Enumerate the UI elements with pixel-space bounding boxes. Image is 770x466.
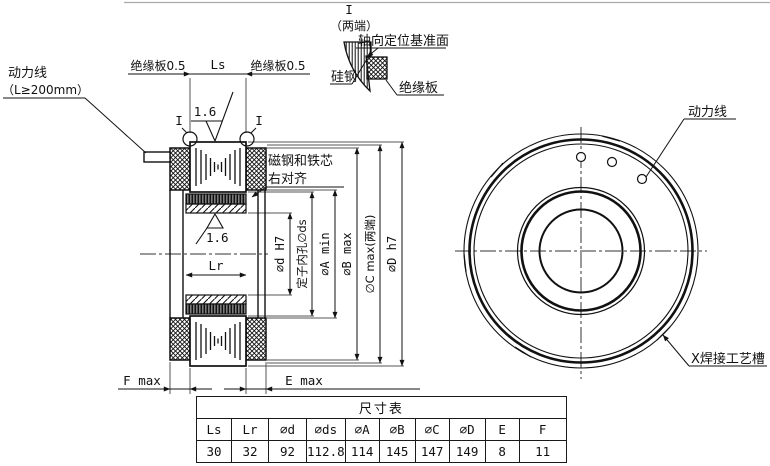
front-power-lead-leader (645, 118, 685, 178)
power-lead-wire (143, 151, 171, 163)
rotor-assembly (185, 193, 247, 315)
datum-face-leader (366, 47, 379, 58)
magnet-top (185, 193, 247, 205)
housing-od-circle (468, 138, 694, 364)
dimension-table: 尺寸表 Ls Lr ∅d ∅ds ∅A ∅B ∅C ∅D E F 30 32 9… (196, 396, 567, 463)
col-header: ∅d (268, 418, 307, 441)
dim-rotor-bore: ∅d H7 (273, 236, 287, 272)
align-note-line2: 右对齐 (268, 171, 307, 187)
col-header: ∅ds (306, 418, 346, 441)
insulation-left-label: 绝缘板0.5 (130, 58, 185, 73)
winding-bore-lines (169, 190, 266, 318)
dim-outer-d: ∅D h7 (385, 236, 399, 272)
dim-value: 11 (518, 440, 567, 463)
front-power-lead-label: 动力线 (688, 105, 727, 120)
insulation-plate-leader (385, 79, 398, 96)
extension-lines (169, 78, 404, 394)
weld-groove-label: X焊接工艺槽 (691, 351, 765, 367)
datum-face-label: 轴向定位基准面 (358, 33, 449, 49)
motor-circles (463, 133, 699, 369)
stator-bore-outer-circle (516, 186, 646, 316)
power-lead-leader (3, 97, 147, 154)
insulation-right-label: 绝缘板0.5 (250, 58, 305, 73)
detail-view: I （两端） 轴向定位基准面 硅钢 绝缘板 (330, 2, 449, 96)
detail-callout-title: I (345, 2, 353, 17)
power-lead-note: （L≥200mm） (2, 83, 89, 97)
stator-bore-circle (520, 190, 642, 312)
detail-callout-circle-right (239, 131, 255, 147)
dim-value: 147 (414, 440, 450, 463)
magnet-bottom (185, 303, 247, 315)
detail-callout-left-label: I (175, 113, 183, 128)
insulation-plate-label: 绝缘板 (399, 80, 438, 96)
roughness-bore-value: 1.6 (206, 230, 229, 245)
dim-value: 8 (484, 440, 520, 463)
stator-core-top (189, 141, 247, 193)
col-header: ∅C (414, 418, 450, 441)
dim-value: 145 (378, 440, 416, 463)
dim-value: 32 (231, 440, 269, 463)
dimension-table-value-row: 30 32 92 112.8 114 145 147 149 8 11 (196, 440, 567, 463)
col-header: E (484, 418, 520, 441)
lead-wire-holes (575, 151, 648, 185)
col-header: Lr (231, 418, 269, 441)
roughness-mark-bore (195, 212, 224, 245)
rotor-sleeve-bottom (185, 294, 247, 305)
stator-length-label: Ls (210, 57, 225, 72)
silicon-steel-label: 硅钢 (331, 70, 357, 85)
rotor-sleeve-top (185, 203, 247, 214)
col-header: Ls (196, 418, 232, 441)
weld-groove-notches (463, 135, 671, 358)
stator-core-bottom (189, 315, 247, 367)
dimension-table-title: 尺寸表 (196, 396, 567, 419)
align-note-line1: 磁钢和铁芯 (268, 154, 333, 169)
weld-groove-leader (662, 334, 690, 367)
col-header: ∅A (344, 418, 380, 441)
dim-outer-b: ∅B max (340, 232, 354, 275)
detail-callout-right-label: I (255, 113, 263, 128)
diameter-dim-lines (287, 141, 405, 367)
housing-inner-edge-circle (473, 143, 689, 359)
dim-winding-bore: ∅A min (318, 232, 332, 275)
dim-outer-c: ∅C max(两端) (363, 215, 377, 294)
section-view: 动力线 （L≥200mm） 绝缘板0.5 绝缘板0.5 Ls I I 1.6 1… (2, 57, 420, 394)
col-header: ∅D (448, 418, 486, 441)
dimension-table-header-row: Ls Lr ∅d ∅ds ∅A ∅B ∅C ∅D E F (196, 418, 567, 441)
dim-end-f: F max (123, 373, 161, 388)
roughness-mark-top (191, 91, 234, 142)
dim-value: 112.8 (306, 440, 346, 463)
rotor-bore-circle (538, 208, 624, 294)
dim-end-e: E max (285, 373, 323, 388)
align-note-leader (251, 186, 267, 198)
front-view: 动力线 X焊接工艺槽 (455, 105, 767, 379)
col-header: F (518, 418, 567, 441)
dim-value: 114 (344, 440, 380, 463)
winding-overhangs (169, 147, 267, 361)
silicon-steel-leader (351, 58, 368, 85)
rotor-length-label: Lr (208, 258, 224, 273)
outer-rim-circle (463, 133, 699, 369)
detail-callout-circle-left (182, 131, 198, 147)
dim-stator-bore: 定子内孔∅ds (295, 219, 309, 288)
col-header: ∅B (378, 418, 416, 441)
power-lead-label: 动力线 (8, 66, 47, 81)
dim-value: 149 (448, 440, 486, 463)
dim-value: 30 (196, 440, 232, 463)
insulation-plate-section (366, 56, 388, 80)
detail-ends-note: （两端） (330, 19, 378, 33)
roughness-top-value: 1.6 (194, 104, 217, 119)
dim-value: 92 (268, 440, 307, 463)
